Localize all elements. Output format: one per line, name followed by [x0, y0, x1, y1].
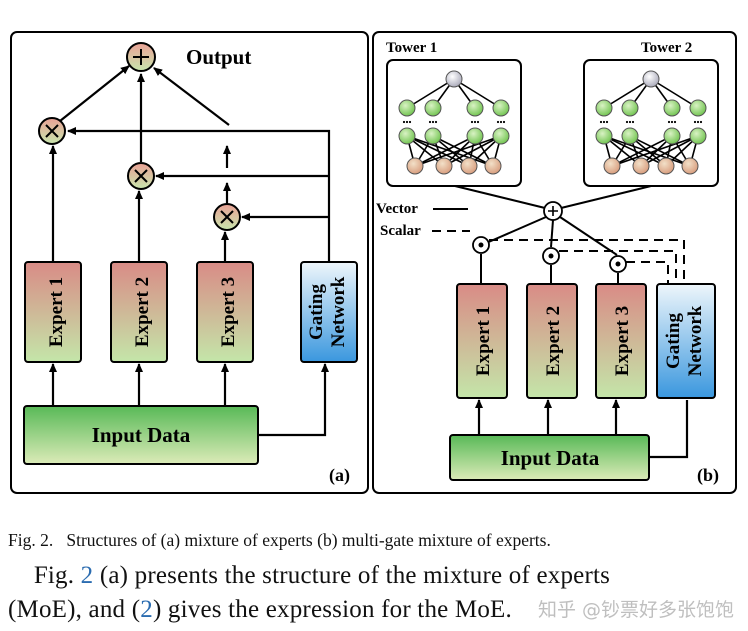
legend-scalar-label: Scalar: [380, 223, 421, 239]
body-line-2-pre: (MoE), and (: [8, 596, 141, 623]
panel-b-label: (b): [697, 465, 719, 486]
multiply-node-2: [127, 162, 155, 190]
tower-hidden-node: [492, 127, 510, 145]
tower-input-node: [460, 157, 478, 175]
caption-number: Fig. 2.: [8, 530, 54, 550]
tower-hidden-node: [424, 127, 442, 145]
tower-hidden-node: [663, 99, 681, 117]
tower-2-network: [595, 70, 707, 175]
tower-hidden-node: [595, 99, 613, 117]
panel-b-vector-lines: [454, 185, 652, 256]
tower-output-node: [445, 70, 463, 88]
gating-label-line1-a: Gating: [306, 284, 327, 340]
legend-vector-label: Vector: [376, 201, 418, 217]
watermark: 知乎 @钞票好多张饱饱: [537, 599, 734, 621]
panel-a-expert-arrows: [49, 127, 331, 437]
panel-a-frame: [10, 31, 369, 494]
tower-hidden-node: [621, 127, 639, 145]
sum-node-b: [543, 201, 563, 221]
tower-input-node: [435, 157, 453, 175]
tower-input-node: [484, 157, 502, 175]
tower-hidden-node: [424, 99, 442, 117]
input-data-label-a: Input Data: [92, 423, 191, 447]
tower-hidden-node: [466, 127, 484, 145]
tower-input-node: [657, 157, 675, 175]
tower-hidden-node: [398, 99, 416, 117]
multiply-node-3: [213, 203, 241, 231]
tower-hidden-node: [621, 99, 639, 117]
gating-network-box-b: [656, 283, 716, 399]
gating-label-line1-b: Gating: [663, 313, 684, 369]
gating-label-line2-b: Network: [685, 305, 706, 376]
tower-1-label: Tower 1: [386, 40, 437, 56]
arrows-to-output: [59, 65, 231, 204]
expert-3-box-b: [595, 283, 647, 399]
panel-b-frame: [372, 31, 737, 494]
tower-1-network: [398, 70, 510, 175]
expert-2-box-b: [526, 283, 578, 399]
tower-2-label: Tower 2: [641, 40, 692, 56]
body-line-1-pre: Fig.: [33, 562, 81, 589]
ellipsis-dots: [402, 120, 412, 124]
tower-output-node: [642, 70, 660, 88]
tower-hidden-node: [492, 99, 510, 117]
tower-hidden-node: [595, 127, 613, 145]
tower-input-node: [681, 157, 699, 175]
ellipsis-dots: [428, 120, 438, 124]
panel-a-experts: Expert 1 Expert 2 Expert 3: [24, 261, 254, 363]
body-line-1-post: (a) presents the structure of the mixtur…: [93, 562, 611, 589]
tower-hidden-node: [466, 99, 484, 117]
dot-node-1: [472, 236, 490, 254]
dot-node-3: [609, 255, 627, 273]
ellipsis-dots: [599, 120, 609, 124]
expert-2-label: Expert 2: [132, 277, 153, 347]
equation-ref-link[interactable]: 2: [140, 596, 153, 623]
tower-input-node: [632, 157, 650, 175]
expert-3-label-b: Expert 3: [612, 306, 633, 376]
tower-input-node: [603, 157, 621, 175]
figure-caption: Fig. 2. Structures of (a) mixture of exp…: [8, 530, 744, 551]
expert-1-label: Expert 1: [46, 277, 67, 347]
panel-b-scalar-lines: [489, 239, 685, 284]
input-data-label-b: Input Data: [501, 446, 600, 470]
expert-1-label-b: Expert 1: [473, 306, 494, 376]
panel-a-label: (a): [329, 465, 350, 486]
expert-1-box-b: [456, 283, 508, 399]
ellipsis-dots: [470, 120, 480, 124]
moe-figure: Output Expert 1 Expert 2 Expert 3 Gating…: [10, 31, 737, 494]
tower-hidden-node: [689, 99, 707, 117]
ellipsis-dots: [625, 120, 635, 124]
multiply-node-1: [38, 117, 66, 145]
ellipsis-dots: [693, 120, 703, 124]
tower-1-box: [386, 59, 522, 187]
tower-hidden-node: [398, 127, 416, 145]
expert-3-label: Expert 3: [218, 277, 239, 347]
output-label: Output: [186, 45, 251, 69]
expert-2-label-b: Expert 2: [543, 306, 564, 376]
input-data-box-a: [23, 405, 259, 465]
ellipsis-dots: [496, 120, 506, 124]
gating-label-line2-a: Network: [328, 276, 349, 347]
output-sum-node: [126, 42, 156, 72]
figure-ref-link-1[interactable]: 2: [80, 562, 94, 589]
panel-b-experts: Expert 1 Expert 2 Expert 3: [456, 283, 647, 399]
body-line-1: Fig. 2 (a) presents the structure of the…: [8, 562, 742, 590]
body-line-2: (MoE), and (2) gives the expression for …: [8, 596, 742, 624]
panel-b-expert-arrows: [475, 254, 689, 459]
body-line-2-post: ) gives the expression for the MoE.: [152, 596, 512, 623]
caption-text: Structures of (a) mixture of experts (b)…: [66, 530, 551, 550]
tower-hidden-node: [663, 127, 681, 145]
tower-input-node: [406, 157, 424, 175]
input-data-box-b: [449, 434, 650, 481]
tower-hidden-node: [689, 127, 707, 145]
dot-node-2: [542, 247, 560, 265]
ellipsis-dots: [667, 120, 677, 124]
